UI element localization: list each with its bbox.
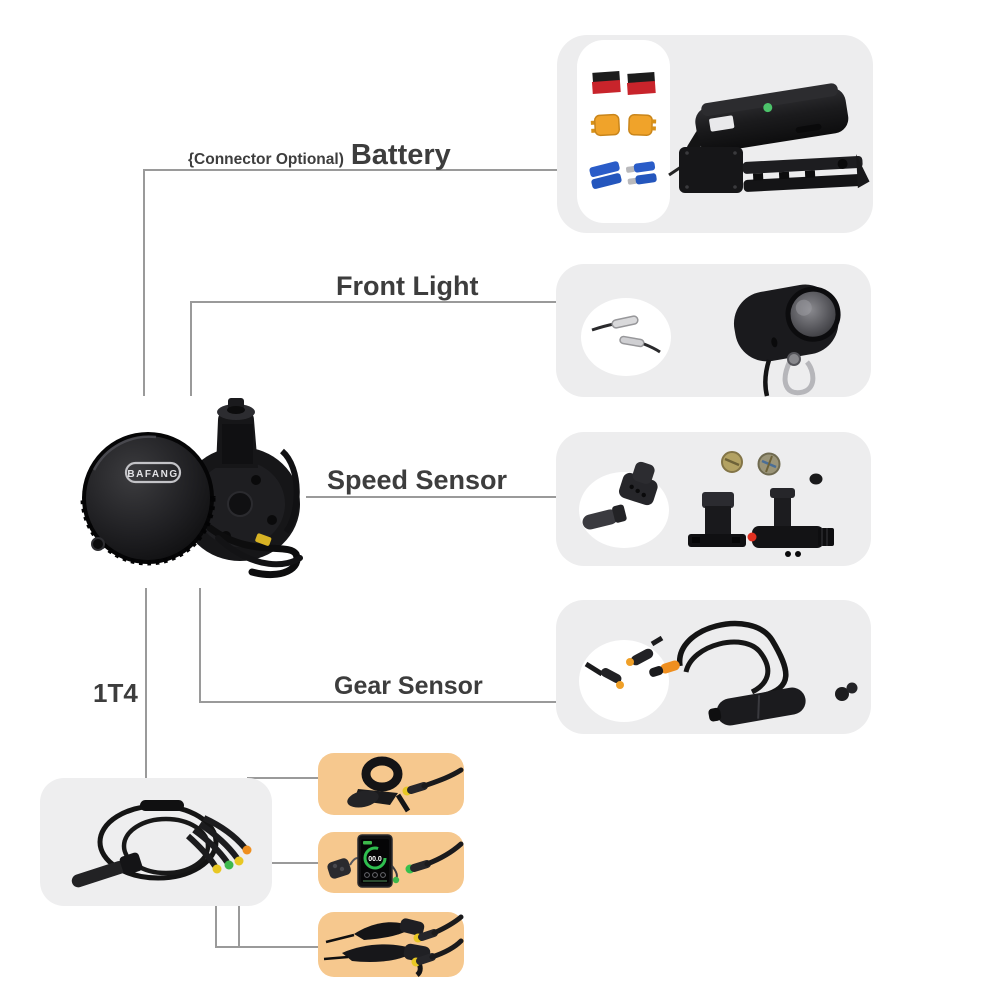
speed-sensor-body-icon xyxy=(747,488,834,557)
connector-detail-circle xyxy=(579,640,669,722)
front-light-box xyxy=(556,264,871,397)
battery-box-graphic xyxy=(577,40,870,223)
connector-line-brake-v1 xyxy=(215,866,217,948)
speed-sensor-bracket-icon xyxy=(688,492,746,547)
harness-1t4-box xyxy=(40,778,272,906)
throttle-graphic xyxy=(347,756,464,813)
connector-line-gearsensor-v xyxy=(199,588,201,703)
gear-sensor-label: Gear Sensor xyxy=(334,672,483,700)
xt60-connector-pair-icon xyxy=(590,113,657,137)
tip-orange xyxy=(242,845,252,855)
headlight-cable xyxy=(763,359,772,397)
battery-label-text: Battery xyxy=(350,139,451,171)
connector-line-frontlight-h xyxy=(190,301,558,303)
motor-brand-logo: BAFANG xyxy=(127,469,178,480)
thumb-throttle-icon xyxy=(347,756,411,813)
throttle-cable-icon xyxy=(402,767,464,796)
brake-lever-pair-icon xyxy=(323,918,431,977)
controller-rail-icon xyxy=(668,147,870,193)
brake-graphic xyxy=(323,914,464,977)
front-light-label: Front Light xyxy=(336,271,479,301)
1t4-cable-icon xyxy=(71,800,252,888)
connector-line-brake-h xyxy=(215,946,318,948)
display-speed-value: 00.0 xyxy=(368,856,382,863)
display-cable-icon xyxy=(391,841,464,884)
yellow-cable-tape xyxy=(255,533,272,546)
bottom-bracket-axle xyxy=(216,398,258,468)
wire-terminals-icon xyxy=(591,315,661,354)
gear-sensor-graphic xyxy=(579,620,858,726)
mid-drive-motor-photo: BAFANG xyxy=(60,396,305,586)
tip-yellow-2 xyxy=(234,856,244,866)
connector-line-gearsensor-h xyxy=(199,701,558,703)
battery-led-green xyxy=(763,103,773,113)
front-light-graphic xyxy=(581,284,841,397)
cable-plugs-icon xyxy=(582,461,658,530)
connector-line-battery-v xyxy=(143,169,145,397)
cable-connectors-icon xyxy=(584,635,664,689)
connector-optional-note: {Connector Optional) xyxy=(188,151,344,168)
connector-line-frontlight-v xyxy=(190,301,192,397)
harness-cable-graphic xyxy=(71,800,252,888)
connector-line-harness-v xyxy=(145,588,147,778)
spoke-magnet-icon xyxy=(809,473,823,485)
small-adapter-icon xyxy=(835,682,858,701)
connector-line-display-h xyxy=(238,862,318,864)
mid-drive-motor-graphic: BAFANG xyxy=(80,398,303,579)
connector-line-throttle-h xyxy=(247,777,318,779)
tip-yellow-1 xyxy=(212,864,222,874)
battery-pack-icon xyxy=(686,83,849,153)
display-box: 00.0 xyxy=(318,832,464,893)
battery-box xyxy=(557,35,873,233)
harness-1t4-label: 1T4 xyxy=(93,678,138,708)
speed-sensor-label: Speed Sensor xyxy=(327,465,508,495)
display-graphic: 00.0 xyxy=(327,834,464,888)
speed-sensor-graphic xyxy=(579,451,834,557)
connector-line-battery-h xyxy=(143,169,567,171)
headlight-bracket xyxy=(782,359,816,396)
brake-cables-icon xyxy=(411,914,464,967)
remote-button-pad-icon xyxy=(327,857,361,879)
gear-sensor-cable-icon xyxy=(649,620,858,726)
brake-box xyxy=(318,912,464,977)
bullet-connector-pair-icon xyxy=(589,161,657,189)
throttle-box xyxy=(318,753,464,815)
lcd-display-icon: 00.0 xyxy=(357,834,393,888)
connector-line-speedsensor-h xyxy=(306,496,558,498)
gear-sensor-box xyxy=(556,600,871,734)
speed-sensor-box xyxy=(556,432,871,566)
connector-line-brake-v2 xyxy=(238,864,240,948)
motor-main-body: BAFANG xyxy=(80,432,216,566)
motor-cables xyxy=(206,448,303,579)
anderson-connector-pair-icon xyxy=(591,71,656,95)
mounting-screws-icon xyxy=(721,451,781,476)
battery-label: {Connector Optional) Battery xyxy=(188,141,451,170)
headlight-icon xyxy=(733,284,841,397)
connector-panel xyxy=(577,40,670,223)
tip-green xyxy=(224,860,234,870)
